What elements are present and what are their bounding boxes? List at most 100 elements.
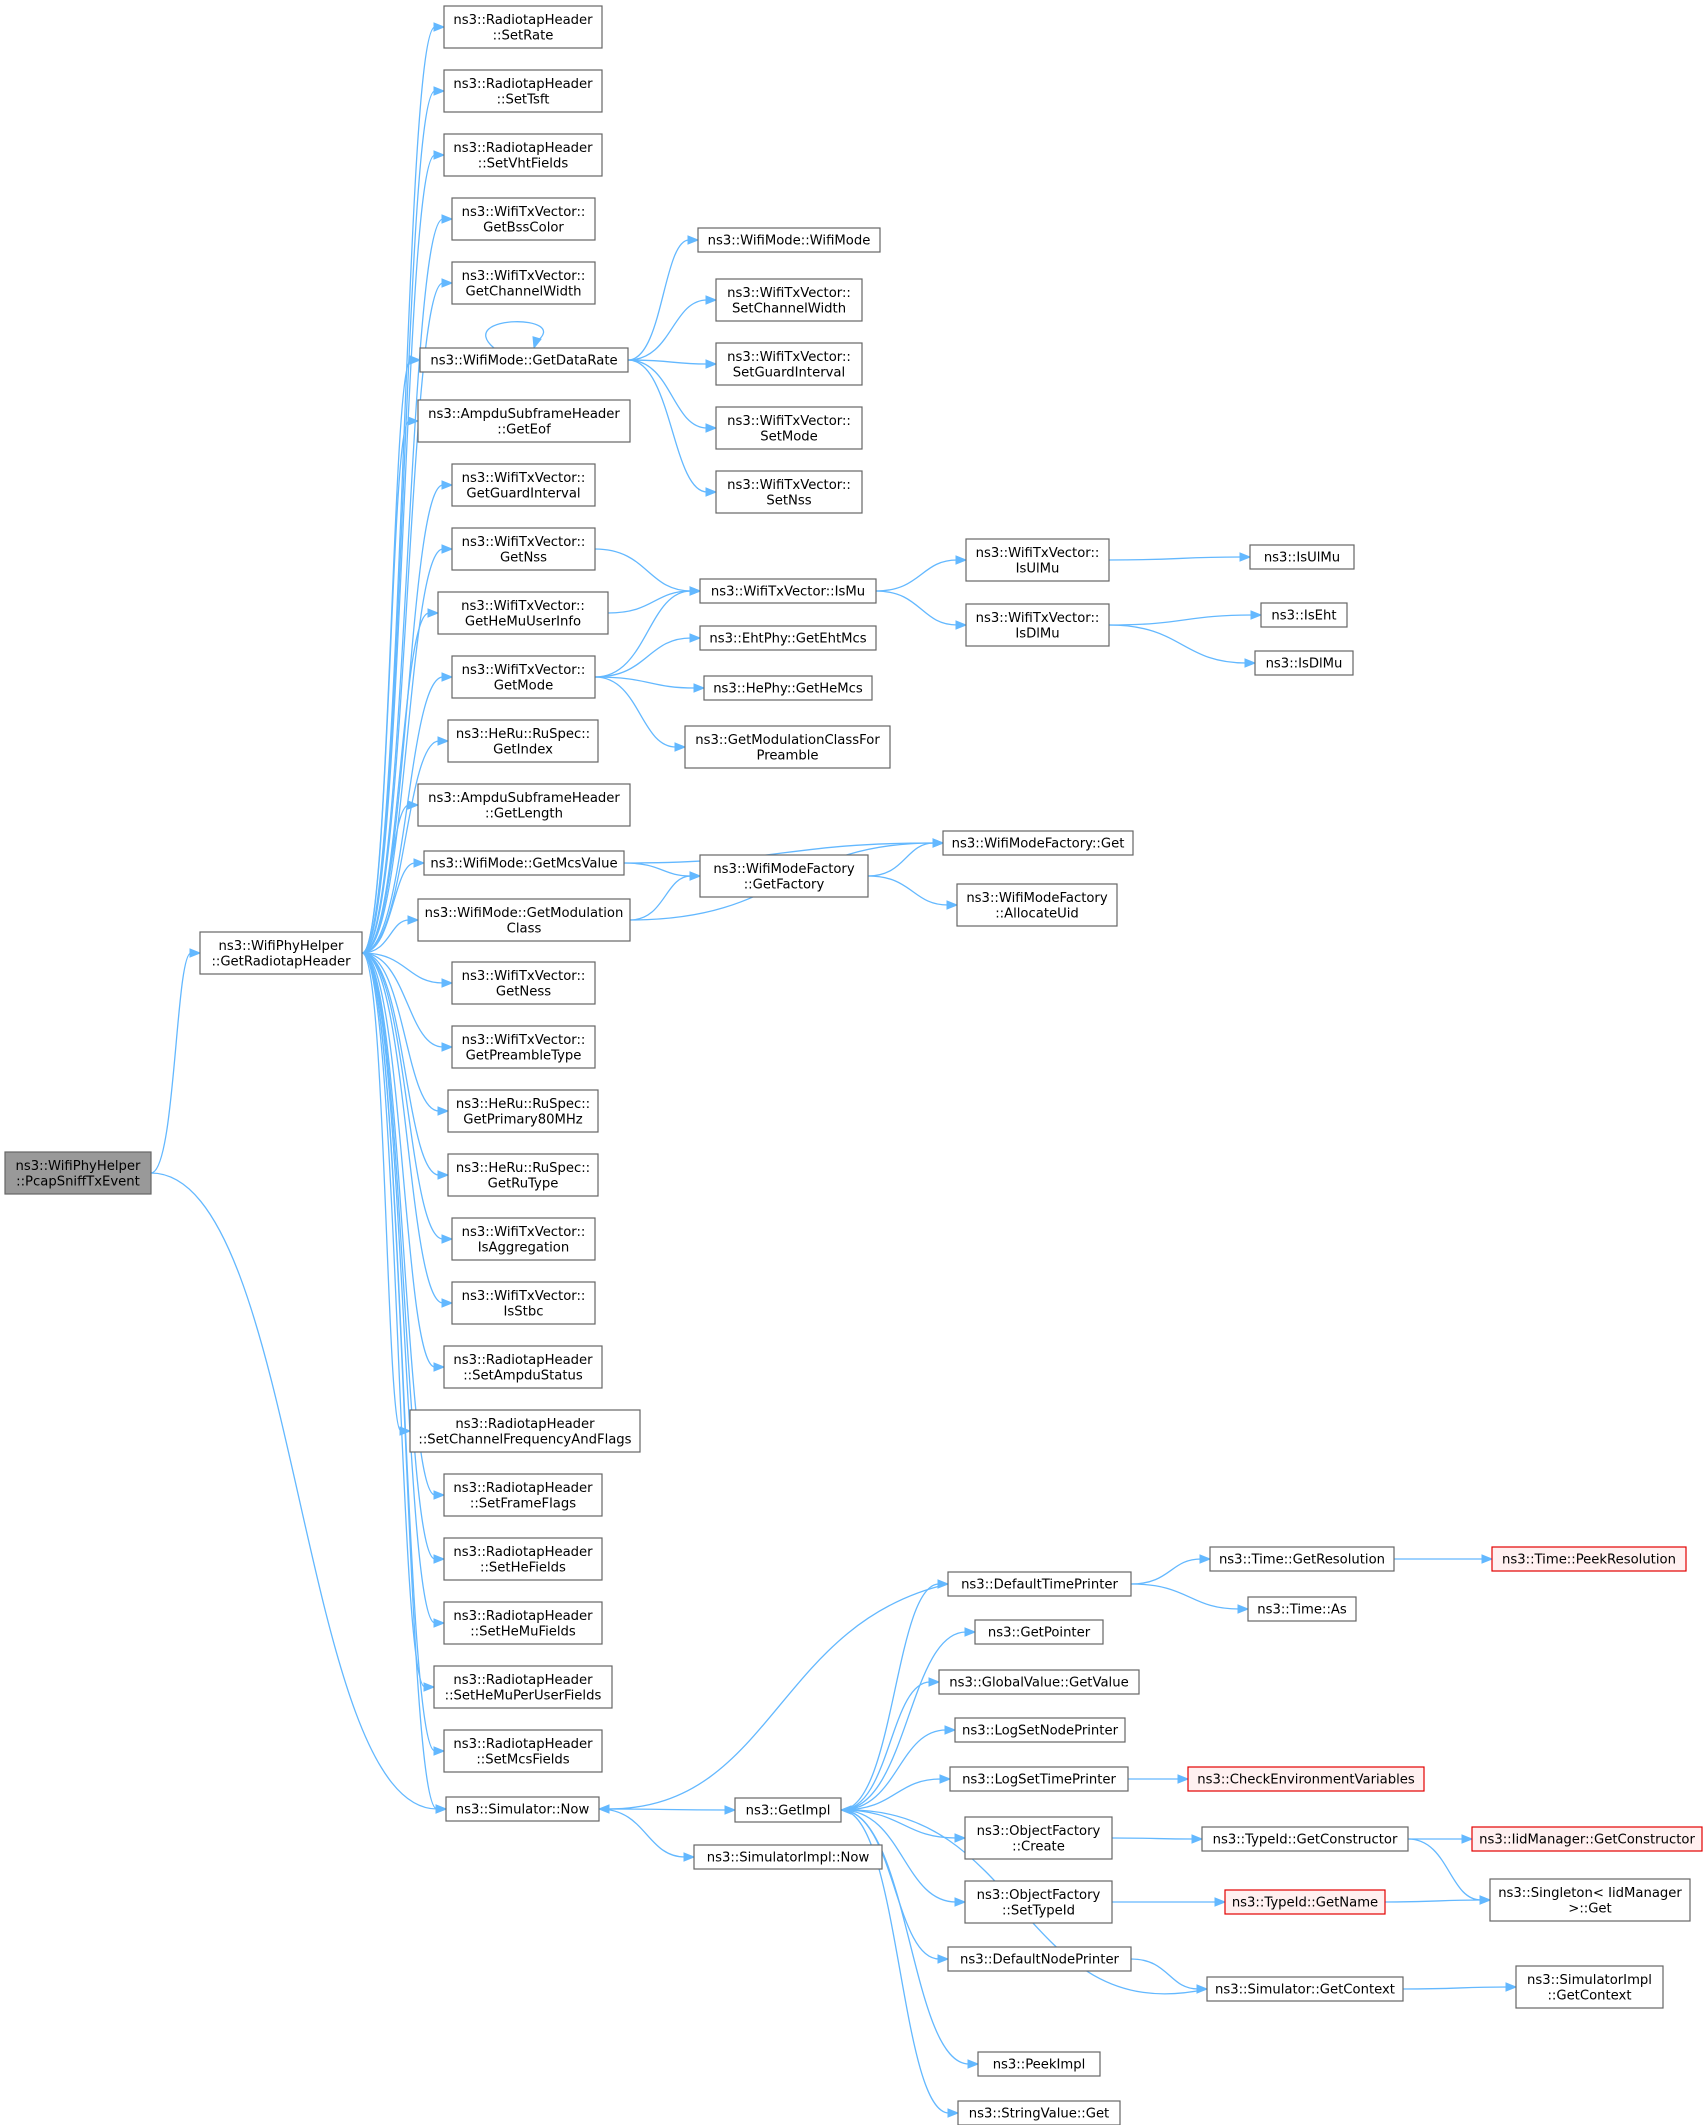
node-tidgc[interactable]: ns3::TypeId::GetConstructor [1201, 1826, 1409, 1852]
node-svget[interactable]: ns3::StringValue::Get [957, 2100, 1121, 2125]
node-box [1471, 1826, 1703, 1852]
node-isstbc[interactable]: ns3::WifiTxVector::IsStbc [451, 1281, 596, 1325]
node-iseht[interactable]: ns3::IsEht [1260, 602, 1348, 628]
node-getrut[interactable]: ns3::HeRu::RuSpec::GetRuType [447, 1153, 599, 1197]
node-getchw[interactable]: ns3::WifiTxVector::GetChannelWidth [451, 261, 596, 305]
node-wmfget[interactable]: ns3::WifiModeFactory::Get [942, 830, 1134, 856]
node-settsft[interactable]: ns3::RadiotapHeader::SetTsft [443, 69, 603, 113]
node-box [957, 2100, 1121, 2125]
node-getmode[interactable]: ns3::WifiTxVector::GetMode [451, 655, 596, 699]
node-ofcreate[interactable]: ns3::ObjectFactory::Create [964, 1816, 1113, 1860]
node-box [419, 347, 629, 373]
edge-getmode-to-ismu [594, 586, 702, 678]
edge-arrowhead [1250, 610, 1263, 620]
node-setff[interactable]: ns3::RadiotapHeader::SetFrameFlags [443, 1473, 603, 1517]
node-setmcsf[interactable]: ns3::RadiotapHeader::SetMcsFields [443, 1729, 603, 1773]
node-setrate[interactable]: ns3::RadiotapHeader::SetRate [443, 5, 603, 49]
node-wmwm[interactable]: ns3::WifiMode::WifiMode [697, 227, 881, 253]
node-getptr[interactable]: ns3::GetPointer [974, 1619, 1104, 1645]
node-label: ns3::RadiotapHeader [453, 1353, 593, 1368]
node-label: ns3::TypeId::GetConstructor [1213, 1833, 1398, 1848]
node-sethemu[interactable]: ns3::RadiotapHeader::SetHeMuFields [443, 1601, 603, 1645]
node-gethemu[interactable]: ns3::WifiTxVector::GetHeMuUserInfo [437, 591, 609, 635]
node-singget[interactable]: ns3::Singleton< IidManager>::Get [1489, 1878, 1691, 1922]
node-gvget[interactable]: ns3::GlobalValue::GetValue [938, 1669, 1140, 1695]
node-getlength[interactable]: ns3::AmpduSubframeHeader::GetLength [417, 783, 631, 827]
node-label: ns3::EhtPhy::GetEhtMcs [709, 632, 866, 647]
node-getpre[interactable]: ns3::WifiTxVector::GetPreambleType [451, 1025, 596, 1069]
node-getmcs[interactable]: ns3::WifiMode::GetMcsValue [423, 850, 625, 876]
edge-getdatarate-to-txsetnss [627, 359, 718, 497]
node-isulmu_v[interactable]: ns3::WifiTxVector::IsUlMu [965, 538, 1110, 582]
node-label: ns3::HePhy::GetHeMcs [713, 682, 863, 697]
node-getbss[interactable]: ns3::WifiTxVector::GetBssColor [451, 197, 596, 241]
node-getdatarate[interactable]: ns3::WifiMode::GetDataRate [419, 347, 629, 373]
node-sethe[interactable]: ns3::RadiotapHeader::SetHeFields [443, 1537, 603, 1581]
node-getindex[interactable]: ns3::HeRu::RuSpec::GetIndex [447, 719, 599, 763]
node-simimplnow[interactable]: ns3::SimulatorImpl::Now [693, 1844, 883, 1870]
node-label: ns3::RadiotapHeader [453, 141, 593, 156]
node-box [443, 1345, 603, 1389]
node-label: ::SetAmpduStatus [463, 1368, 583, 1383]
node-simgc[interactable]: ns3::Simulator::GetContext [1206, 1976, 1404, 2002]
edge-arrowhead [1214, 1897, 1227, 1907]
node-peekres[interactable]: ns3::Time::PeekResolution [1491, 1546, 1687, 1572]
node-getgi[interactable]: ns3::WifiTxVector::GetGuardInterval [451, 463, 596, 507]
node-getres[interactable]: ns3::Time::GetResolution [1209, 1546, 1395, 1572]
node-isdlmu_v[interactable]: ns3::WifiTxVector::IsDlMu [965, 603, 1110, 647]
node-allocuid[interactable]: ns3::WifiModeFactory::AllocateUid [956, 883, 1118, 927]
node-ofsettid[interactable]: ns3::ObjectFactory::SetTypeId [964, 1880, 1113, 1924]
node-dtp[interactable]: ns3::DefaultTimePrinter [947, 1571, 1132, 1597]
edge-arrowhead [532, 336, 542, 350]
node-cev[interactable]: ns3::CheckEnvironmentVariables [1187, 1766, 1425, 1792]
node-lstp[interactable]: ns3::LogSetTimePrinter [949, 1766, 1129, 1792]
node-getfactory[interactable]: ns3::WifiModeFactory::GetFactory [699, 854, 869, 898]
node-peekimpl[interactable]: ns3::PeekImpl [977, 2051, 1101, 2077]
node-txsetnss[interactable]: ns3::WifiTxVector::SetNss [715, 470, 863, 514]
node-setvht[interactable]: ns3::RadiotapHeader::SetVhtFields [443, 133, 603, 177]
node-getimpl[interactable]: ns3::GetImpl [734, 1797, 842, 1823]
node-setampdu[interactable]: ns3::RadiotapHeader::SetAmpduStatus [443, 1345, 603, 1389]
node-simimplgc[interactable]: ns3::SimulatorImpl::GetContext [1515, 1965, 1664, 2009]
node-isdlmu[interactable]: ns3::IsDlMu [1254, 650, 1354, 676]
node-label: ns3::ObjectFactory [977, 1824, 1101, 1839]
node-simnow[interactable]: ns3::Simulator::Now [445, 1796, 600, 1822]
node-getnss[interactable]: ns3::WifiTxVector::GetNss [451, 527, 596, 571]
node-label: ns3::WifiMode::GetDataRate [430, 354, 617, 369]
node-radhdr[interactable]: ns3::WifiPhyHelper::GetRadiotapHeader [199, 931, 363, 975]
node-lsnp[interactable]: ns3::LogSetNodePrinter [954, 1717, 1126, 1743]
node-dnp[interactable]: ns3::DefaultNodePrinter [947, 1946, 1132, 1972]
node-hemcs[interactable]: ns3::HePhy::GetHeMcs [703, 675, 873, 701]
node-getness[interactable]: ns3::WifiTxVector::GetNess [451, 961, 596, 1005]
node-isulmu[interactable]: ns3::IsUlMu [1249, 544, 1355, 570]
node-iidgc[interactable]: ns3::IidManager::GetConstructor [1471, 1826, 1703, 1852]
node-ismu[interactable]: ns3::WifiTxVector::IsMu [699, 578, 877, 604]
node-txsetgi[interactable]: ns3::WifiTxVector::SetGuardInterval [715, 342, 863, 386]
edge-line [361, 952, 436, 1368]
node-pcap[interactable]: ns3::WifiPhyHelper::PcapSniffTxEvent [4, 1151, 152, 1195]
node-txsetchw[interactable]: ns3::WifiTxVector::SetChannelWidth [715, 278, 863, 322]
edge-radhdr-to-isagg [361, 952, 454, 1244]
node-getmodclass[interactable]: ns3::WifiMode::GetModulationClass [417, 898, 631, 942]
edge-line [840, 1729, 947, 1811]
edge-arrowhead [1479, 1895, 1492, 1905]
node-sethemupu[interactable]: ns3::RadiotapHeader::SetHeMuPerUserField… [433, 1665, 613, 1709]
edge-line [361, 218, 444, 954]
node-geteof[interactable]: ns3::AmpduSubframeHeader::GetEof [417, 399, 631, 443]
node-getp80[interactable]: ns3::HeRu::RuSpec::GetPrimary80MHz [447, 1089, 599, 1133]
node-label: ::GetEof [497, 422, 551, 437]
node-setchf[interactable]: ns3::RadiotapHeader::SetChannelFrequency… [409, 1409, 641, 1453]
node-label: ns3::IidManager::GetConstructor [1479, 1833, 1695, 1848]
node-label: GetMode [494, 678, 553, 693]
node-label: SetChannelWidth [732, 301, 846, 316]
node-timeas[interactable]: ns3::Time::As [1247, 1596, 1357, 1622]
node-isagg[interactable]: ns3::WifiTxVector::IsAggregation [451, 1217, 596, 1261]
node-tidgn[interactable]: ns3::TypeId::GetName [1224, 1889, 1386, 1915]
node-label: ns3::Simulator::Now [456, 1803, 590, 1818]
node-label: ::SetFrameFlags [470, 1496, 576, 1511]
node-ehtmcs[interactable]: ns3::EhtPhy::GetEhtMcs [699, 625, 877, 651]
node-label: ns3::WifiTxVector:: [727, 414, 851, 429]
edge-line [840, 1809, 940, 1960]
node-txsetmode[interactable]: ns3::WifiTxVector::SetMode [715, 406, 863, 450]
